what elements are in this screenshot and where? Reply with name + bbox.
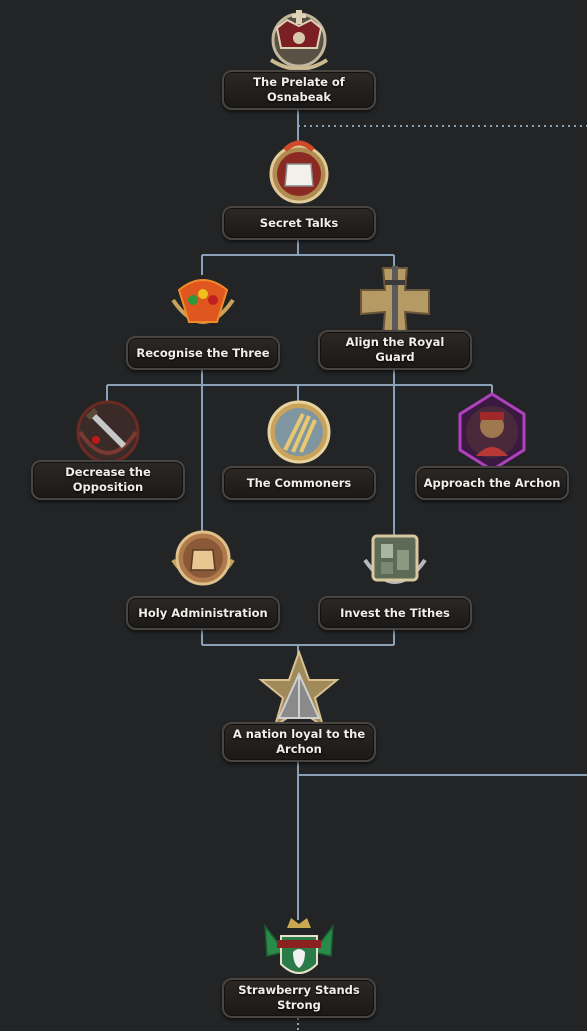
strawberry-crest-icon: [257, 906, 341, 990]
focus-label-plate: The Commoners: [222, 466, 376, 500]
raised-fist-icon: [257, 130, 341, 214]
focus-label-plate: Approach the Archon: [415, 466, 569, 500]
focus-title: Approach the Archon: [423, 475, 561, 490]
focus-label-plate: Decrease the Opposition: [31, 460, 185, 500]
focus-label-plate: Strawberry Stands Strong: [222, 978, 376, 1018]
bloody-dagger-icon: [66, 390, 150, 474]
focus-label-plate: Align the Royal Guard: [318, 330, 472, 370]
focus-recognise-three[interactable]: Recognise the Three: [123, 260, 283, 370]
focus-royal-guard[interactable]: Align the Royal Guard: [315, 260, 475, 370]
focus-strawberry-strong[interactable]: Strawberry Stands Strong: [219, 906, 379, 1018]
buildings-icon: [353, 520, 437, 604]
focus-invest-tithes[interactable]: Invest the Tithes: [315, 520, 475, 630]
focus-title: Secret Talks: [259, 215, 339, 230]
focus-holy-administration[interactable]: Holy Administration: [123, 520, 283, 630]
phoenix-orbs-icon: [161, 260, 245, 344]
wheat-icon: [257, 390, 341, 474]
fist-medal-icon: [161, 520, 245, 604]
focus-label-plate: Holy Administration: [126, 596, 280, 630]
crown-wreath-icon: [257, 0, 341, 84]
focus-title: Align the Royal Guard: [345, 335, 445, 364]
focus-decrease-opposition[interactable]: Decrease the Opposition: [28, 390, 188, 500]
focus-nation-loyal[interactable]: A nation loyal to the Archon: [219, 650, 379, 762]
focus-title: A nation loyal to the Archon: [232, 727, 366, 756]
focus-title: Recognise the Three: [136, 345, 270, 360]
focus-title: Strawberry Stands Strong: [238, 983, 360, 1012]
archon-portrait-icon: [450, 390, 534, 474]
focus-label-plate: Invest the Tithes: [318, 596, 472, 630]
focus-title: The Commoners: [246, 475, 352, 490]
focus-label-plate: Recognise the Three: [126, 336, 280, 370]
focus-approach-archon[interactable]: Approach the Archon: [412, 390, 572, 500]
focus-title: Holy Administration: [138, 605, 268, 620]
focus-label-plate: Secret Talks: [222, 206, 376, 240]
focus-prelate[interactable]: The Prelate of Osnabeak: [219, 0, 379, 110]
focus-title: The Prelate of Osnabeak: [253, 75, 345, 104]
focus-title: Invest the Tithes: [340, 605, 450, 620]
focus-secret-talks[interactable]: Secret Talks: [219, 130, 379, 240]
focus-label-plate: A nation loyal to the Archon: [222, 722, 376, 762]
focus-commoners[interactable]: The Commoners: [219, 390, 379, 500]
focus-label-plate: The Prelate of Osnabeak: [222, 70, 376, 110]
focus-title: Decrease the Opposition: [65, 465, 151, 494]
star-pyramid-icon: [257, 650, 341, 734]
